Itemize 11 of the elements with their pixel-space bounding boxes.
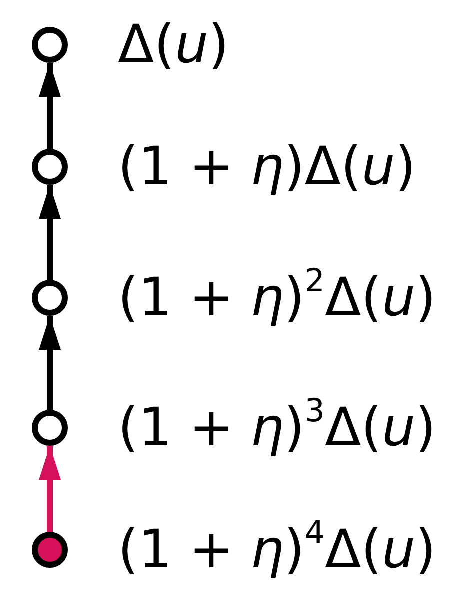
node-circle <box>32 532 68 568</box>
node-circle <box>32 27 68 63</box>
formula-label: Δ(u) <box>118 18 230 72</box>
node-circle <box>32 149 68 185</box>
arrow <box>39 316 61 410</box>
node-circle <box>32 410 68 446</box>
arrow <box>39 63 61 149</box>
formula-label: (1 + η)Δ(u) <box>118 140 416 194</box>
arrow <box>39 185 61 280</box>
node-circle <box>32 280 68 316</box>
arrow <box>39 446 61 532</box>
